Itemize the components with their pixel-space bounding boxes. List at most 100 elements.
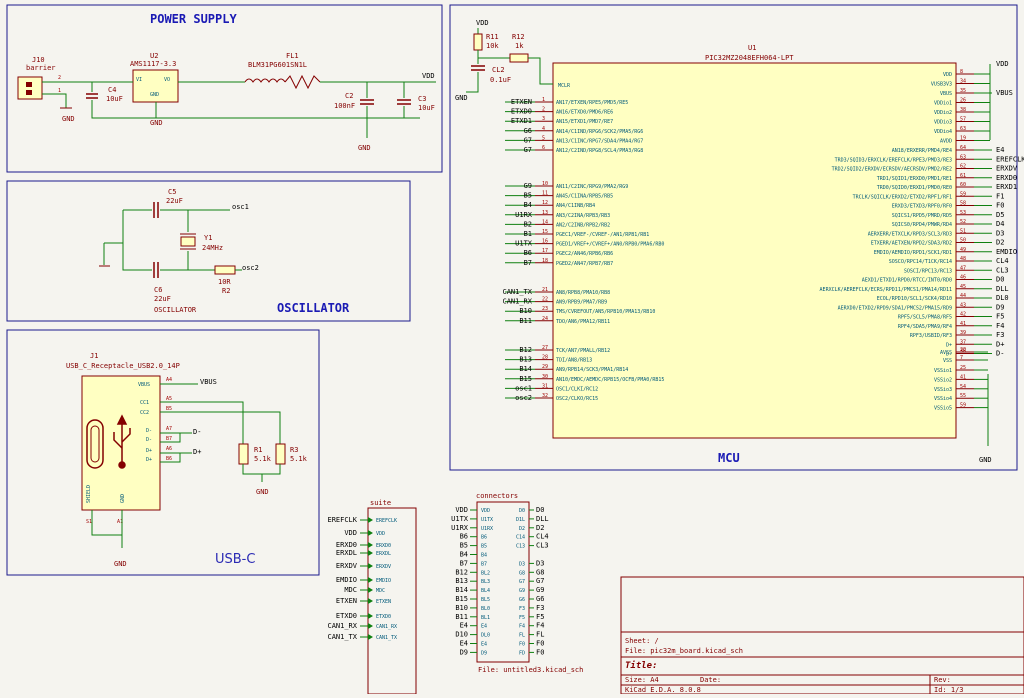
conn-left-pin: U1RX [481,526,493,532]
mcu-right-pin-name: ETXERR/AETXEN/RPD2/SDA3/RD2 [871,241,952,247]
r1-resistor[interactable] [238,443,249,465]
conn-left-net: E4 [460,622,468,630]
mcu-right-net: F4 [996,322,1004,330]
conn-right-net: CL4 [536,533,549,541]
pin-a7: A7 [166,426,172,432]
mcu-left-net: B1 [524,230,532,238]
mcu-right-pin-name: VBUS [940,91,952,97]
mcu-left-net: B10 [519,307,532,315]
mcu-right-net: F5 [996,313,1004,321]
pin-s1: S1 [86,519,92,525]
j1-shield: SHIELD [86,485,92,503]
r11-ref: R11 [486,33,499,41]
mcu-left-pin-name: AN17/ETXEN/RPE5/PMD5/RE5 [556,100,628,106]
u1-value: PIC32MZ2048EFH064-LPT [705,54,794,62]
r2-ref: R2 [222,287,230,295]
connectors-sheet[interactable] [476,501,530,663]
j10-connector[interactable] [17,76,43,100]
dplus-net-usb: D+ [193,448,201,456]
mcu-right-pin-number: 39 [960,330,966,336]
mcu-left-net: B4 [524,201,532,209]
j1-dm2: D- [146,437,152,443]
u2-vo: VO [164,77,170,83]
suite-net-label: ERXDV [336,562,358,570]
suite-pin-arrow [368,577,373,583]
suite-sheet-pins: EREFCLKEREFCLKVDDVDDERXD0ERXD0ERXDLERXDL… [327,516,397,641]
mcu-right-pin-name: AERXD0/ETXD2/RPD9/SDA1/PMCS2/PMA15/RD9 [838,305,952,311]
usb-title: USB-C [215,552,255,567]
j1-usb-connector[interactable] [81,375,161,511]
mcu-left-pin-name: AN9/RPB14/SCK3/PMA1/RB14 [556,367,628,373]
mcu-right-pin-number: 35 [960,88,966,94]
mcu-right-pin-name: ECOL/RPD10/SCL1/SCK4/RD10 [877,296,952,302]
fl1-value: BLM31PG601SN1L [248,61,307,69]
conn-left-net: B5 [460,542,468,550]
u2-regulator[interactable] [132,69,179,103]
tb-id: Id: 1/3 [934,686,964,694]
pin-a1: A1 [117,519,123,525]
suite-net-label: CAN1_TX [327,633,357,641]
pin-b6: B6 [166,456,172,462]
mcu-left-net: B11 [519,317,532,325]
mcu-right-net: DLL [996,285,1009,293]
mcu-right-pin-number: 34 [960,79,966,85]
suite-pin-arrow [368,623,373,629]
mcu-left-net: G7 [524,146,532,154]
conn-left-net: D9 [460,648,468,656]
suite-net-label: ETXEN [336,597,357,605]
suite-pin-label: MDC [376,588,385,594]
mcu-right-pin-name: VSSio2 [934,377,952,383]
conn-left-net: VDD [455,506,468,514]
mcu-right-pin-name: AVDD [940,139,952,145]
mcu-right-pin-name: D+ [946,342,952,348]
r11-resistor[interactable] [473,33,483,51]
mcu-right-pin-number: 54 [960,384,966,390]
mcu-left-pin-name: AN13/C1INC/RPG7/SDA4/PMA4/RG7 [556,138,643,144]
mcu-right-pin-name: VDD [943,72,952,78]
mcu-left-net: B5 [524,192,532,200]
mcu-left-pin-number: 12 [542,200,548,206]
u1-mcu-body[interactable] [552,62,957,439]
gnd-label-usb-r: GND [256,488,269,496]
y1-crystal[interactable] [180,236,196,247]
mcu-right-net: ERXD0 [996,174,1017,182]
mcu-right-net: CL4 [996,257,1009,265]
conn-right-pin: FL [519,633,525,639]
conn-left-pin: VDD [481,508,490,514]
usb-frame [6,329,320,576]
mcu-right-pin-number: 43 [960,302,966,308]
mcu-left-pin-number: 3 [542,116,545,122]
conn-left-pin: BL0 [481,606,490,612]
tb-size: Size: A4 [625,676,659,684]
conn-left-pin: BL1 [481,615,490,621]
conn-right-net: G6 [536,595,544,603]
mcu-right-pin-name: VDDio4 [934,129,952,135]
r2-resistor[interactable] [214,265,236,275]
mcu-left-pin-name: OSC2/CLKO/RC15 [556,396,598,402]
fl1-inductor[interactable] [244,78,286,83]
suite-pin-label: VDD [376,531,385,537]
c3-value: 10uF [418,104,435,112]
suite-net-label: EREFCLK [327,516,357,524]
j1-cc1-pin: CC1 [140,400,149,406]
r12-resistor[interactable] [509,53,529,63]
j1-dm1: D- [146,428,152,434]
conn-right-pin: D3 [519,561,525,567]
mcu-right-pin-name: AN18/ERXERR/PMD4/RE4 [892,148,952,154]
conn-right-pin: C14 [516,535,525,541]
conn-left-pin: B7 [481,561,487,567]
mcu-right-pin-number: 41 [960,374,966,380]
mcu-left-pin-name: TDI/AN8/RB13 [556,358,592,364]
suite-net-label: ERXDL [336,549,357,557]
mcu-right-pin-name: VSSio5 [934,406,952,412]
conn-left-pin: BL2 [481,570,490,576]
mcu-vdd-net: VDD [996,60,1009,68]
conn-left-net: B12 [455,568,468,576]
conn-left-net: E4 [460,640,468,648]
mcu-left-pin-number: 13 [542,210,548,216]
j10-value: barrier [26,64,56,72]
r1-ref: R1 [254,446,262,454]
r3-resistor[interactable] [275,443,286,465]
j1-gnd-pin: GND [120,494,126,503]
